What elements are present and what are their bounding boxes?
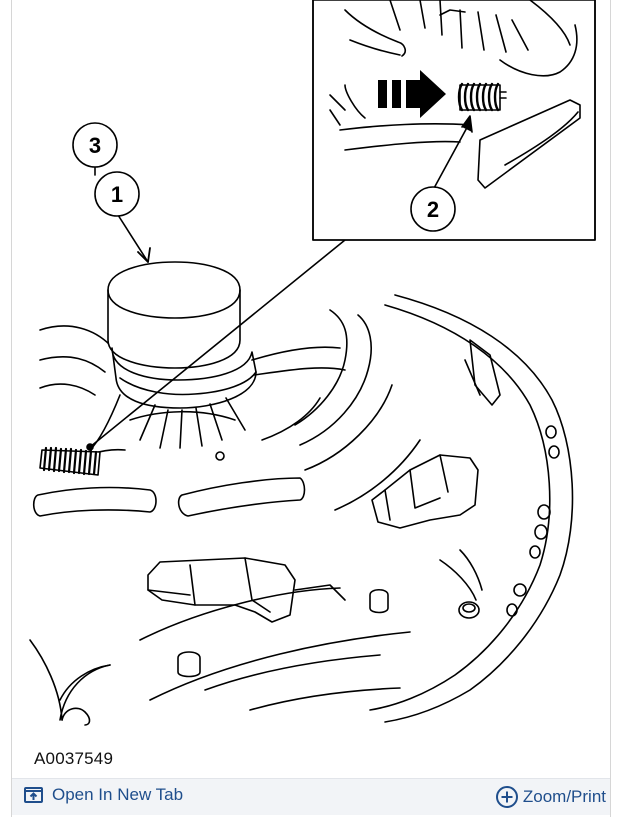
callout-3: 3 [72, 122, 118, 168]
diaphragm-fingers [89, 346, 346, 451]
figure-id: A0037549 [34, 749, 114, 768]
svg-text:3: 3 [89, 133, 101, 158]
zoom-plus-circle-icon [495, 786, 518, 808]
leader-arrow-1 [137, 247, 151, 263]
detail-inset [312, 0, 596, 241]
callout-2: 2 [410, 186, 456, 232]
clutch-diagram: 3 1 2 [29, 0, 596, 726]
alignment-tool [107, 261, 257, 409]
open-in-new-tab-icon [24, 787, 43, 803]
zoom-print-label: Zoom/Print [522, 787, 606, 806]
callout-1: 1 [94, 171, 140, 217]
svg-text:1: 1 [111, 182, 123, 207]
zoom-print-link[interactable]: Zoom/Print [495, 785, 606, 809]
diagram-toolbar: Open In New Tab Zoom/Print [12, 778, 610, 815]
leader-line-1 [117, 214, 149, 263]
open-in-new-tab-link[interactable]: Open In New Tab [24, 785, 183, 805]
open-in-new-tab-label: Open In New Tab [52, 785, 184, 804]
svg-text:2: 2 [427, 197, 439, 222]
spring-main [39, 443, 101, 476]
pressure-plate [29, 294, 574, 726]
detail-leader-line [89, 239, 346, 448]
